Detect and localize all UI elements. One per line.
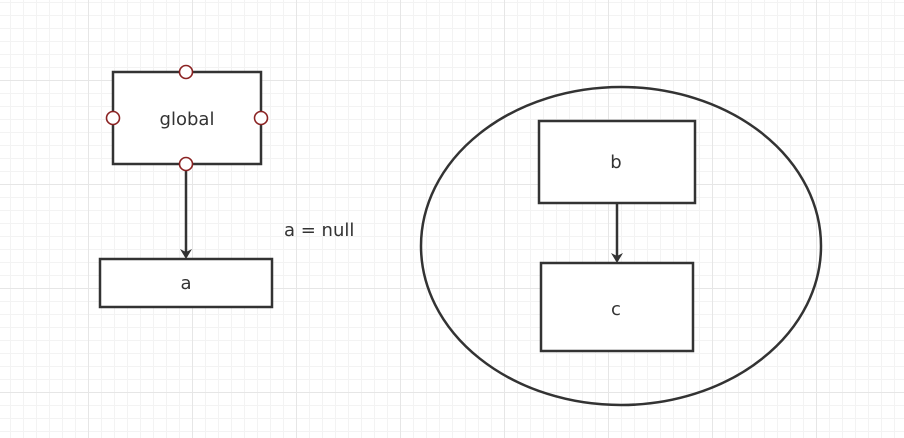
node-b-label: b <box>610 152 621 173</box>
node-a[interactable]: a <box>98 257 274 309</box>
node-a-box[interactable] <box>98 257 274 309</box>
node-a-label: a <box>180 273 191 294</box>
node-c[interactable]: c <box>539 261 695 353</box>
connection-handle-right[interactable] <box>253 110 269 126</box>
unreachable-group-ellipse[interactable] <box>419 85 823 407</box>
connection-handle-left[interactable] <box>105 110 121 126</box>
node-b-box[interactable] <box>537 119 697 205</box>
node-b[interactable]: b <box>537 119 697 205</box>
node-c-box[interactable] <box>539 261 695 353</box>
node-global-label: global <box>160 109 215 130</box>
annotation-a-equals-null[interactable]: a = null <box>284 220 354 241</box>
connection-handle-top[interactable] <box>178 64 194 80</box>
connection-handle-bottom[interactable] <box>178 156 194 172</box>
node-global[interactable]: global <box>105 64 269 166</box>
node-c-label: c <box>611 299 621 320</box>
